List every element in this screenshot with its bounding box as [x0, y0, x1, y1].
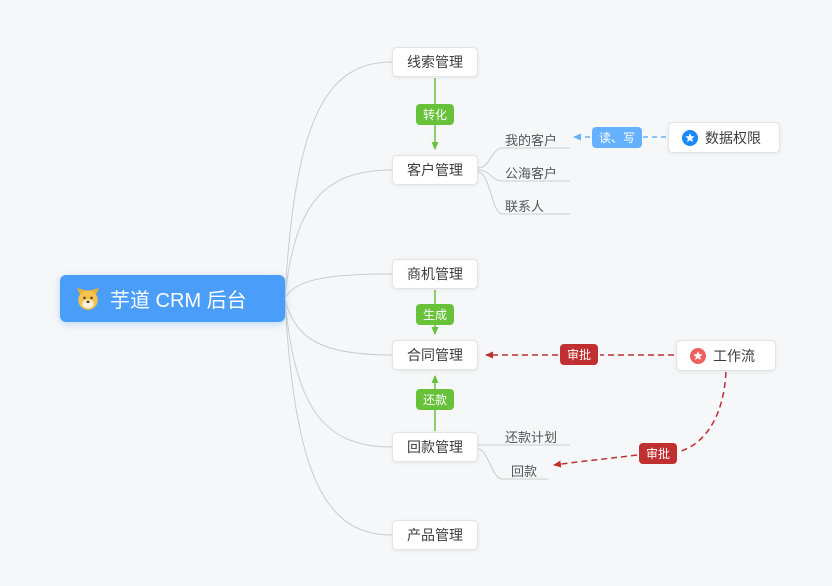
badge-convert: 转化 [416, 104, 455, 125]
badge-label: 审批 [567, 348, 592, 362]
badge-repay: 还款 [416, 389, 455, 410]
badge-label: 读、写 [599, 131, 636, 145]
badge-label: 转化 [423, 108, 448, 122]
node-label: 工作流 [713, 347, 755, 364]
node-label: 商机管理 [407, 266, 463, 282]
node-label: 线索管理 [407, 54, 463, 70]
badge-label: 审批 [646, 447, 671, 461]
node-clue-management: 线索管理 [392, 47, 478, 77]
root-node-crm-backend: 芋道 CRM 后台 [60, 275, 285, 322]
badge-approve-contract: 审批 [560, 344, 599, 365]
badge-label: 生成 [423, 308, 448, 322]
node-contract-management: 合同管理 [392, 340, 478, 370]
badge-approve-receivable: 审批 [639, 443, 678, 464]
node-business-management: 商机管理 [392, 259, 478, 289]
label-my-customer: 我的客户 [505, 130, 557, 149]
root-node-label: 芋道 CRM 后台 [110, 290, 247, 312]
branch-curve-contract [284, 298, 393, 356]
node-label: 客户管理 [407, 162, 463, 178]
node-label: 回款管理 [407, 439, 463, 455]
branch-curve-business [284, 273, 393, 299]
child-label-text: 公海客户 [505, 166, 558, 181]
node-workflow: 工作流 [676, 340, 776, 371]
branch-curve-customer [284, 169, 393, 298]
root-branches [284, 61, 393, 536]
label-repay-plan: 还款计划 [505, 427, 557, 446]
badge-generate: 生成 [416, 304, 455, 325]
node-label: 合同管理 [407, 347, 463, 363]
label-public-customer: 公海客户 [505, 163, 557, 182]
branch-curve-product [284, 300, 393, 536]
node-product-management: 产品管理 [392, 520, 478, 550]
child-label-text: 回款 [511, 464, 538, 479]
red-dashed-arrows [485, 351, 727, 468]
label-receivable-item: 回款 [511, 461, 537, 480]
label-contact: 联系人 [505, 196, 544, 215]
star-badge-red-icon [690, 347, 706, 364]
badge-read-write: 读、写 [592, 127, 643, 148]
node-receivable-management: 回款管理 [392, 432, 478, 462]
child-label-text: 我的客户 [505, 133, 558, 148]
node-customer-management: 客户管理 [392, 155, 478, 185]
star-badge-blue-icon [682, 129, 698, 146]
dog-face-icon [75, 286, 101, 312]
node-label: 产品管理 [407, 527, 463, 543]
badge-label: 还款 [423, 393, 448, 407]
child-label-text: 还款计划 [505, 430, 558, 445]
node-data-permission: 数据权限 [668, 122, 780, 153]
child-label-text: 联系人 [505, 199, 545, 214]
dashed-workflow-to-approve2 [680, 371, 727, 452]
branch-curve-receivable [284, 299, 393, 448]
branch-curve-clue [284, 61, 393, 297]
dashed-approve2-to-receivable [553, 454, 638, 468]
node-label: 数据权限 [705, 129, 761, 146]
